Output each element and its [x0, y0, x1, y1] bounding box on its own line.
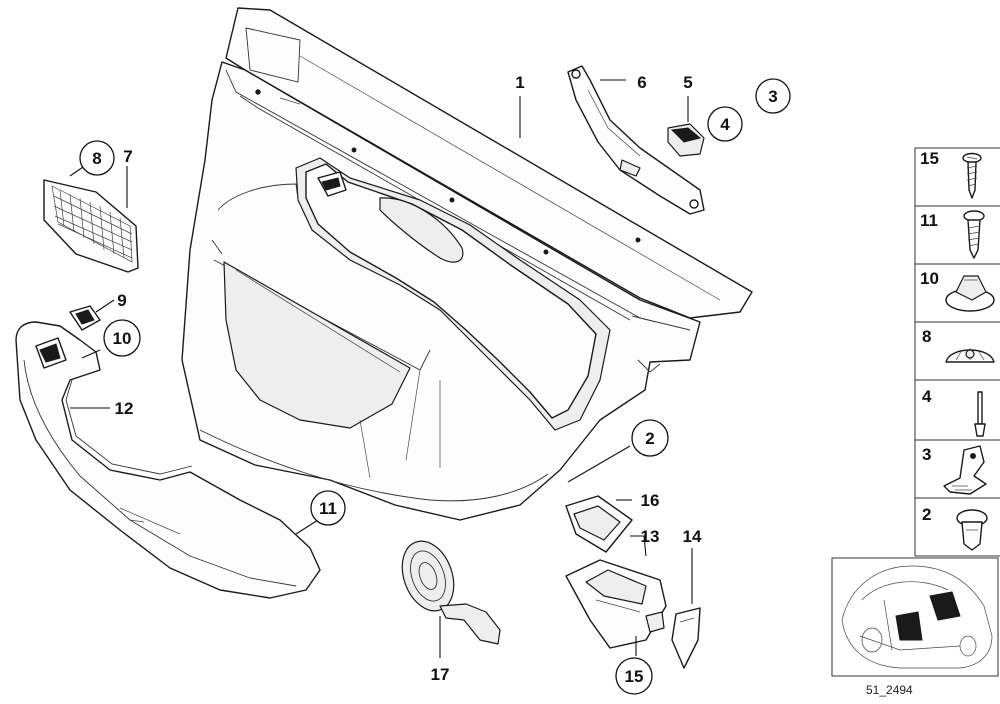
locator-inset: 51_2494 — [831, 557, 999, 697]
callout-2: 2 — [645, 429, 654, 448]
legend-num-15: 15 — [920, 149, 939, 168]
part-5-clip — [667, 123, 705, 157]
callout-12: 12 — [115, 399, 134, 418]
callout-9: 9 — [117, 291, 126, 310]
door-trim-panel — [181, 7, 753, 521]
part-6-bracket — [567, 65, 705, 215]
callout-8: 8 — [92, 149, 101, 168]
screw-icon — [963, 210, 985, 259]
car-outline-icon — [841, 565, 993, 669]
callout-7: 7 — [123, 147, 132, 166]
push-clip-icon — [956, 509, 988, 551]
callout-5: 5 — [683, 73, 692, 92]
callout-circles — [79, 78, 791, 695]
rivet-clip-icon — [945, 348, 995, 363]
callout-17: 17 — [431, 665, 450, 684]
screw-icon — [962, 152, 982, 199]
part-16-pocket-insert — [565, 495, 633, 553]
callout-10: 10 — [113, 329, 132, 348]
leader-lines — [69, 79, 718, 658]
legend-num-11: 11 — [920, 211, 938, 230]
callout-15: 15 — [625, 667, 644, 686]
callout-numbers: 1 2 3 4 5 6 7 8 9 10 11 12 13 14 15 16 1… — [92, 73, 777, 686]
bracket-icon — [943, 445, 987, 495]
nut-clip-icon — [945, 275, 995, 312]
part-9-clip — [69, 305, 101, 331]
callout-16: 16 — [641, 491, 660, 510]
callout-13: 13 — [641, 527, 660, 546]
legend-num-2: 2 — [922, 505, 931, 524]
callout-4: 4 — [720, 115, 730, 134]
armrest-trim — [15, 321, 321, 599]
legend-num-3: 3 — [922, 445, 931, 464]
speaker-grille — [43, 179, 139, 273]
callout-1: 1 — [515, 73, 524, 92]
part-17-tape-roll — [401, 540, 501, 645]
part-13-storage-box — [565, 559, 667, 649]
callout-3: 3 — [768, 87, 777, 106]
legend-num-8: 8 — [922, 327, 931, 346]
part-14-cover — [671, 607, 701, 669]
pin-icon — [974, 391, 986, 437]
legend-num-10: 10 — [920, 269, 939, 288]
hardware-legend: 15 11 10 8 4 3 2 — [914, 147, 1000, 557]
callout-11: 11 — [319, 499, 337, 518]
callout-14: 14 — [683, 527, 702, 546]
callout-6: 6 — [637, 73, 646, 92]
legend-num-4: 4 — [922, 387, 932, 406]
reference-code: 51_2494 — [866, 683, 913, 697]
